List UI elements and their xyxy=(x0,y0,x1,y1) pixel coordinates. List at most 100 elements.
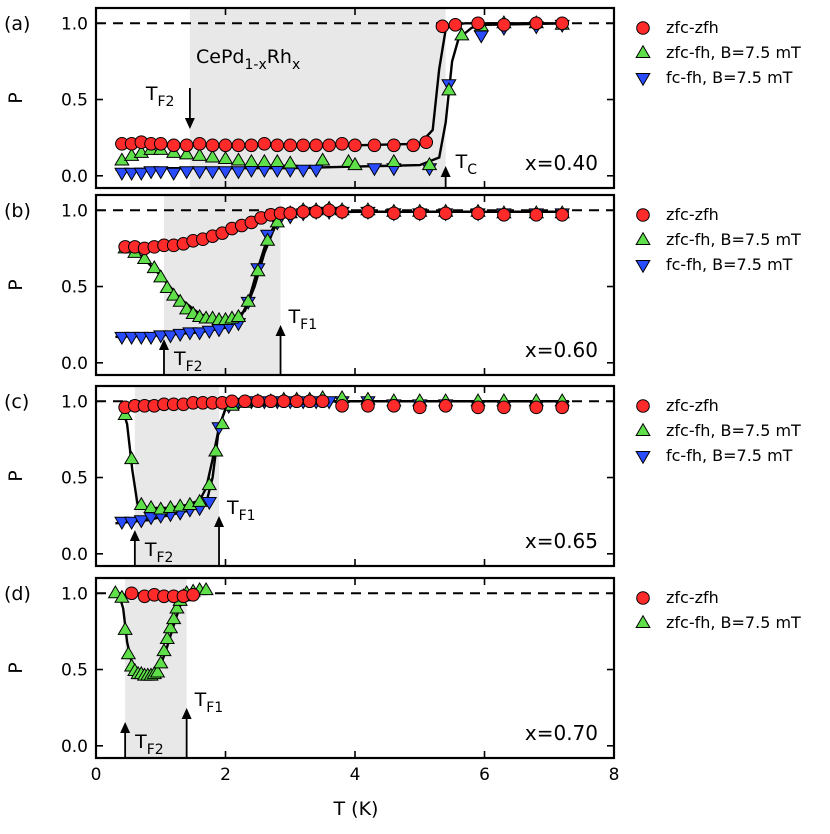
data-point xyxy=(366,163,383,177)
data-point xyxy=(179,138,194,153)
data-point xyxy=(256,153,273,168)
series-zfc-zfh xyxy=(115,16,570,153)
data-point xyxy=(217,166,234,180)
y-axis-label: P xyxy=(5,92,27,103)
data-point xyxy=(412,206,427,221)
data-point xyxy=(635,44,651,58)
data-points xyxy=(114,390,570,530)
data-point xyxy=(165,610,182,625)
panel-c: 0.00.51.0P(c)x=0.65TF2TF1zfc-zfhzfc-fh, … xyxy=(4,384,801,568)
legend-label: zfc-fh, B=7.5 mT xyxy=(666,421,801,440)
data-point xyxy=(635,422,651,436)
data-point xyxy=(497,400,511,415)
data-point xyxy=(186,587,200,602)
x-tick-label: 2 xyxy=(220,765,231,785)
data-point xyxy=(315,394,330,409)
data-point xyxy=(231,138,246,153)
data-point xyxy=(471,400,485,415)
data-point xyxy=(497,17,511,32)
data-point xyxy=(123,167,140,181)
data-point xyxy=(159,279,175,294)
series-zfc-zfh xyxy=(118,203,570,256)
panel-label: (b) xyxy=(4,200,31,222)
data-point xyxy=(165,287,182,301)
annotation-label: TC xyxy=(455,151,478,178)
data-point xyxy=(635,73,651,87)
data-point xyxy=(636,399,650,413)
data-point xyxy=(178,166,195,180)
data-point xyxy=(114,331,130,346)
data-point xyxy=(243,153,260,168)
annotation-TF1: TF1 xyxy=(181,684,237,758)
data-point xyxy=(269,214,286,228)
data-point xyxy=(302,394,317,409)
data-point xyxy=(153,269,169,283)
data-point xyxy=(192,136,207,151)
data-point xyxy=(172,293,188,307)
data-point xyxy=(240,293,256,307)
y-tick-label: 0.5 xyxy=(61,661,88,681)
x-tick-label: 6 xyxy=(479,765,490,785)
data-points xyxy=(114,15,570,181)
data-point xyxy=(165,167,182,181)
data-point xyxy=(269,153,286,168)
data-point xyxy=(276,394,291,409)
data-point xyxy=(201,325,218,339)
data-point xyxy=(335,399,349,413)
data-point xyxy=(412,400,427,415)
data-point xyxy=(191,147,208,161)
data-point xyxy=(149,664,166,678)
data-point xyxy=(153,166,169,180)
data-point xyxy=(635,614,651,628)
data-point xyxy=(636,208,650,222)
y-tick-label: 1.0 xyxy=(61,584,88,604)
data-point xyxy=(264,394,278,409)
data-point xyxy=(191,327,208,341)
data-point xyxy=(178,146,195,160)
data-point xyxy=(441,82,457,96)
legend-label: zfc-zfh xyxy=(666,396,719,415)
data-point xyxy=(133,331,150,346)
data-point xyxy=(225,394,239,409)
data-point xyxy=(230,308,247,322)
legend-item: zfc-fh, B=7.5 mT xyxy=(635,613,801,632)
data-point xyxy=(201,476,218,491)
data-point xyxy=(250,263,266,277)
legend: zfc-zfh zfc-fh, B=7.5 mT fc-fh, B=7.5 mT xyxy=(635,396,801,465)
shaded-region xyxy=(163,195,281,375)
data-point xyxy=(361,399,375,413)
y-tick-label: 1.0 xyxy=(61,14,88,34)
data-point xyxy=(143,499,159,513)
data-point xyxy=(387,399,401,413)
y-tick-label: 1.0 xyxy=(61,392,88,412)
data-point xyxy=(162,620,179,634)
legend-item: fc-fh, B=7.5 mT xyxy=(635,446,793,465)
data-point xyxy=(201,496,218,511)
y-tick-label: 0.0 xyxy=(61,737,88,757)
legend-item: fc-fh, B=7.5 mT xyxy=(635,68,793,87)
data-point xyxy=(289,394,304,409)
data-point xyxy=(153,136,168,151)
legend-item: zfc-fh, B=7.5 mT xyxy=(635,421,801,440)
annotation-TF2: TF2 xyxy=(141,76,195,129)
data-point xyxy=(117,621,133,635)
legend-item: zfc-zfh xyxy=(636,18,719,37)
legend-label: fc-fh, B=7.5 mT xyxy=(666,446,793,465)
legend-label: zfc-zfh xyxy=(666,588,719,607)
data-point xyxy=(636,591,650,605)
panel-b: 0.00.51.0P(b)x=0.60TF2TF1zfc-zfhzfc-fh, … xyxy=(4,193,801,377)
data-point xyxy=(347,156,363,171)
data-point xyxy=(204,149,221,163)
data-point xyxy=(322,203,336,218)
data-point xyxy=(156,643,172,657)
y-tick-label: 0.5 xyxy=(61,469,88,489)
data-point xyxy=(454,27,470,41)
data-point xyxy=(123,516,140,530)
data-point xyxy=(471,206,485,221)
data-point xyxy=(635,260,651,274)
data-point xyxy=(244,138,259,153)
data-points xyxy=(114,200,570,346)
data-point xyxy=(178,301,195,315)
